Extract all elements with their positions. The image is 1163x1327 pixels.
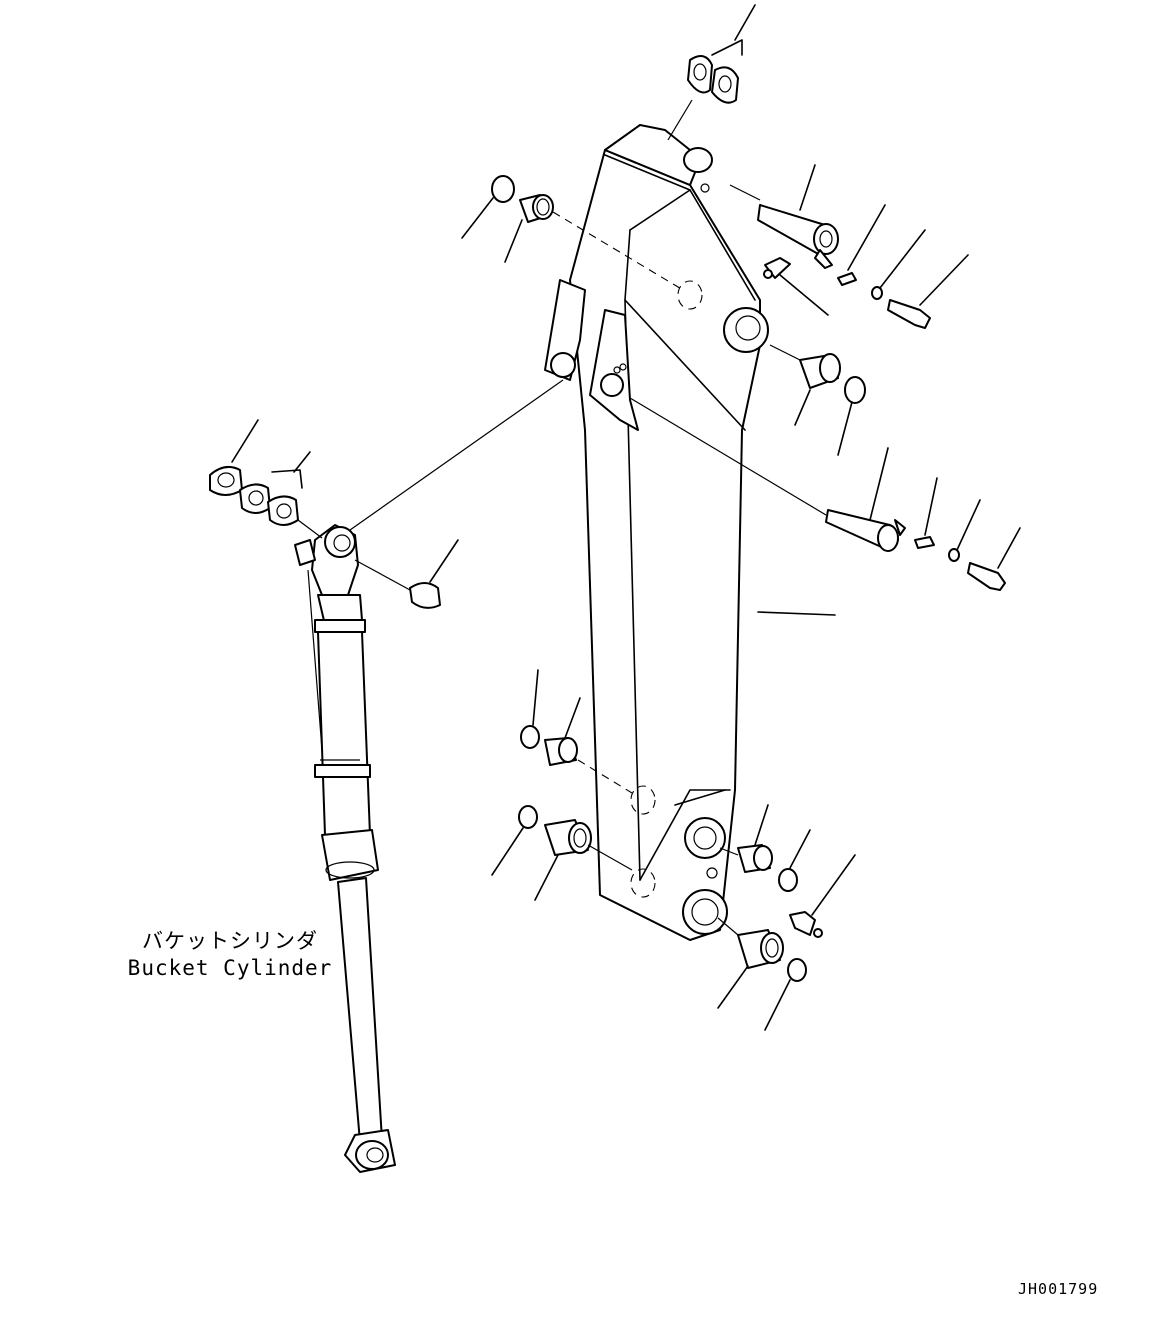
bucket-cylinder-label: バケットシリンダ Bucket Cylinder bbox=[110, 928, 350, 982]
lower-right-bushing-set bbox=[717, 804, 856, 1031]
bucket-cylinder-label-jp: バケットシリンダ bbox=[142, 929, 318, 953]
top-shim-plates bbox=[667, 4, 756, 141]
upper-pin-assembly bbox=[729, 164, 969, 329]
arm-body bbox=[544, 124, 836, 941]
bucket-cylinder bbox=[294, 524, 396, 1173]
drawing-code: JH001799 bbox=[1018, 1280, 1099, 1298]
bucket-cylinder-label-en: Bucket Cylinder bbox=[127, 956, 333, 980]
cylinder-shims bbox=[209, 379, 564, 609]
upper-bushing-set bbox=[461, 175, 684, 291]
lower-left-bushing-set bbox=[491, 669, 633, 901]
middle-pin-assembly bbox=[629, 344, 1021, 591]
